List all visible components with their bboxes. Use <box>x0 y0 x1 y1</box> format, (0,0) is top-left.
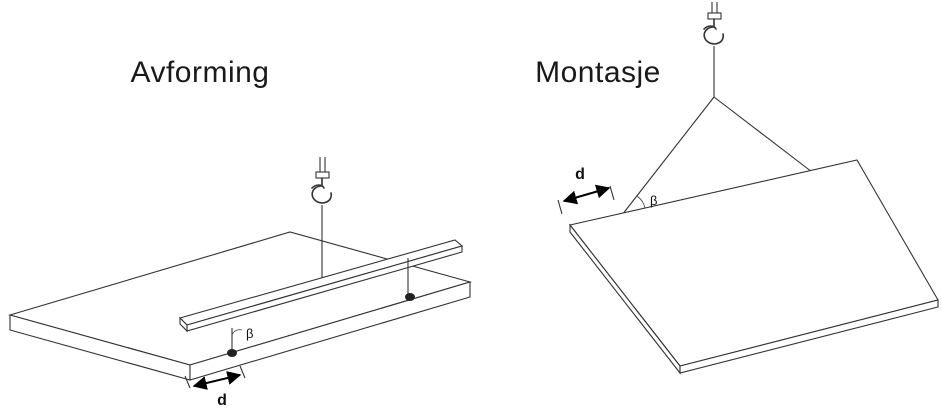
montasje-slab <box>569 159 939 375</box>
avforming-panel: Avforming <box>8 56 472 409</box>
montasje-angle-label: β <box>650 193 657 208</box>
montasje-sling-left <box>621 96 715 216</box>
montasje-title: Montasje <box>535 56 661 89</box>
angle-arc <box>636 195 646 209</box>
avforming-distance-dimension <box>184 365 246 390</box>
anchor-point-icon <box>227 349 237 357</box>
avforming-crane-hook-icon <box>311 157 333 278</box>
montasje-distance-dimension <box>557 184 615 215</box>
avforming-slab <box>8 231 472 381</box>
avforming-title: Avforming <box>130 56 269 89</box>
montasje-sling-right <box>713 96 813 173</box>
montasje-crane-hook-icon <box>703 2 725 97</box>
montasje-distance-label: d <box>575 166 585 183</box>
avforming-slings <box>227 258 415 357</box>
montasje-panel: Montasje β d <box>535 2 939 375</box>
anchor-point-icon <box>405 293 415 301</box>
avforming-distance-label: d <box>217 392 227 409</box>
avforming-angle-label: β <box>246 326 253 341</box>
avforming-lifting-beam <box>178 239 464 333</box>
angle-arc <box>231 329 243 336</box>
